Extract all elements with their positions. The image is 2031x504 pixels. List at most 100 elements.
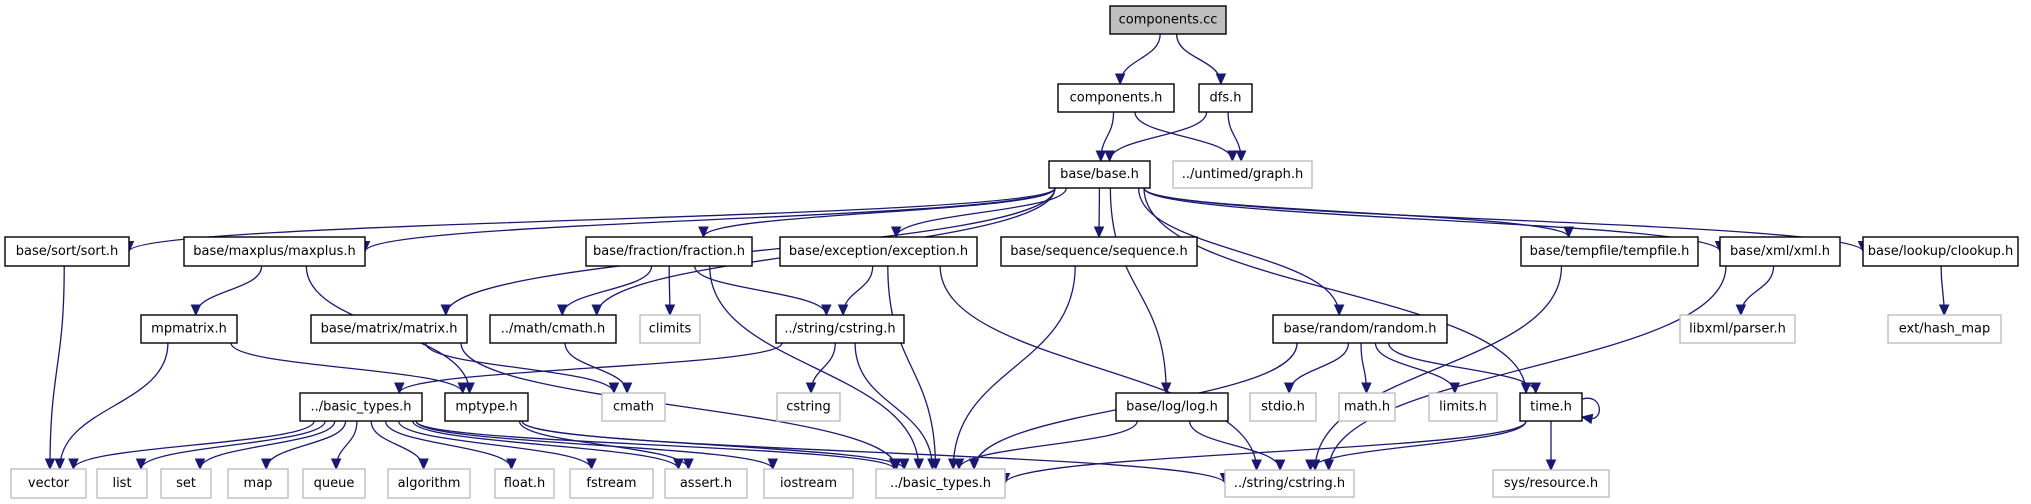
- edge-time_h-to-string_cstring_bot: [1305, 420, 1527, 472]
- node-graph-h: ../untimed/graph.h: [1172, 160, 1313, 189]
- node-box: [1172, 160, 1313, 189]
- node-libxml-parser-h: libxml/parser.h: [1679, 314, 1796, 344]
- node-label: queue: [314, 476, 355, 491]
- node-label: set: [176, 476, 196, 491]
- node-box: [489, 314, 617, 344]
- node-label: base/xml/xml.h: [1730, 244, 1830, 259]
- arrowhead-icon: [1160, 382, 1172, 395]
- node-label: base/matrix/matrix.h: [321, 322, 458, 337]
- node-box: [763, 468, 854, 499]
- node-fraction-h[interactable]: base/fraction/fraction.h: [585, 236, 753, 267]
- node-clookup-h[interactable]: base/lookup/clookup.h: [1862, 236, 2019, 267]
- node-xml-h[interactable]: base/xml/xml.h: [1719, 236, 1841, 267]
- edge-line: [518, 420, 690, 470]
- arrowhead-icon: [330, 458, 342, 471]
- node-label: base/lookup/clookup.h: [1868, 244, 2014, 259]
- edge-xml_h-to-libxml_parser_h: [1735, 265, 1775, 317]
- edge-base_h-to-random_h: [1137, 187, 1345, 317]
- edge-line: [415, 420, 774, 470]
- node-sequence-h[interactable]: base/sequence/sequence.h: [1000, 236, 1198, 267]
- node-components-h[interactable]: components.h: [1057, 83, 1175, 113]
- node-tempfile-h[interactable]: base/tempfile/tempfile.h: [1520, 236, 1699, 267]
- node-label: iostream: [780, 476, 837, 491]
- edge-line: [398, 342, 783, 394]
- arrowhead-icon: [418, 458, 429, 471]
- node-log-h[interactable]: base/log/log.h: [1115, 392, 1229, 422]
- arrowhead-icon: [440, 304, 452, 317]
- edge-line: [128, 187, 1056, 253]
- arrowhead-icon: [1333, 304, 1345, 317]
- node-box: [1887, 314, 2002, 344]
- edge-line: [230, 342, 464, 394]
- arrowhead-icon: [1235, 150, 1247, 163]
- node-time-h[interactable]: time.h: [1519, 392, 1583, 422]
- node-label: ../untimed/graph.h: [1182, 167, 1304, 182]
- arrowhead-icon: [1580, 413, 1594, 425]
- edge-line: [1175, 33, 1222, 85]
- node-exception-h[interactable]: base/exception/exception.h: [779, 236, 978, 267]
- node-sort-h[interactable]: base/sort/sort.h: [4, 236, 130, 267]
- node-box: [183, 236, 366, 267]
- edge-line: [412, 420, 680, 470]
- node-mpmatrix-h[interactable]: mpmatrix.h: [140, 314, 238, 344]
- arrowhead-icon: [805, 382, 817, 395]
- edge-line: [887, 265, 937, 470]
- node-box: [1519, 392, 1583, 422]
- edge-line: [1309, 420, 1527, 471]
- node-scstring-h[interactable]: ../string/cstring.h: [775, 314, 905, 344]
- arrowhead-icon: [913, 458, 925, 471]
- edge-scstring_h-to-cstring: [805, 342, 836, 395]
- node-box: [1249, 392, 1317, 422]
- node-label: cmath: [613, 400, 654, 415]
- node-basic-types-mid[interactable]: ../basic_types.h: [299, 392, 423, 422]
- node-box: [1338, 392, 1396, 422]
- arrowhead-icon: [1309, 459, 1321, 472]
- node-base-h[interactable]: base/base.h: [1048, 160, 1151, 189]
- edge-basic_types_mid-to-basic_types_bot: [415, 420, 900, 471]
- edge-mpmatrix_h-to-mptype_h: [230, 342, 468, 395]
- node-label: fstream: [586, 476, 636, 491]
- edge-line: [195, 265, 263, 316]
- edge-basic_types_mid-to-queue: [330, 420, 358, 471]
- node-map: map: [227, 468, 289, 499]
- edge-basic_types_mid-to-algorithm: [370, 420, 429, 471]
- edge-line: [854, 342, 934, 470]
- edge-mpmatrix_h-to-vector: [54, 342, 169, 471]
- edge-line: [521, 420, 1226, 485]
- node-assert-h: assert.h: [664, 468, 748, 499]
- node-random-h[interactable]: base/random/random.h: [1272, 314, 1448, 344]
- node-matrix-h[interactable]: base/matrix/matrix.h: [310, 314, 468, 344]
- node-dfs-h[interactable]: dfs.h: [1198, 83, 1253, 113]
- edge-line: [1143, 187, 1527, 394]
- arrowhead-icon: [621, 382, 633, 395]
- edge-line: [1740, 265, 1775, 316]
- node-fstream: fstream: [569, 468, 654, 499]
- edge-fraction_h-to-mcmath_h: [557, 265, 653, 317]
- edge-base_h-to-fraction_h: [698, 187, 1056, 239]
- edge-random_h-to-stdio_h: [1283, 342, 1350, 395]
- edge-basic_types_mid-to-iostream: [415, 420, 778, 471]
- node-box: [444, 392, 529, 422]
- node-box: [1048, 160, 1151, 189]
- edge-fraction_h-to-climits: [664, 265, 676, 317]
- arrowhead-icon: [68, 458, 79, 471]
- node-box: [299, 392, 423, 422]
- node-mptype-h[interactable]: mptype.h: [444, 392, 529, 422]
- node-box: [1109, 5, 1227, 35]
- node-mcmath-h[interactable]: ../math/cmath.h: [489, 314, 617, 344]
- node-label: components.cc: [1119, 13, 1218, 28]
- node-string-cstring-bot: ../string/cstring.h: [1224, 469, 1355, 498]
- node-set: set: [160, 468, 212, 499]
- node-climits: climits: [639, 314, 701, 344]
- node-box: [1492, 469, 1610, 498]
- edge-line: [1328, 265, 1727, 471]
- edge-line: [460, 342, 898, 470]
- node-maxplus-h[interactable]: base/maxplus/maxplus.h: [183, 236, 366, 267]
- edge-components_h-to-base_h: [1095, 111, 1115, 163]
- arrowhead-icon: [1938, 304, 1950, 317]
- edge-components_cc-to-components_h: [1114, 33, 1161, 86]
- arrowhead-icon: [968, 458, 980, 471]
- node-vector: vector: [10, 468, 87, 499]
- node-components-cc[interactable]: components.cc: [1109, 5, 1227, 35]
- edge-line: [1108, 111, 1208, 162]
